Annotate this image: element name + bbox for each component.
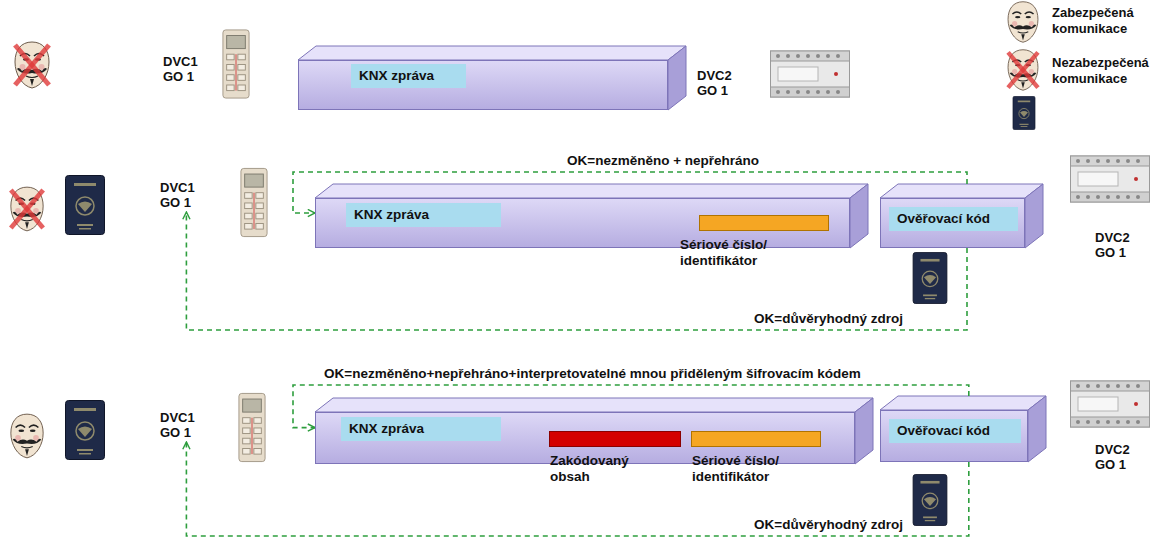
field-block: Sériové číslo/ identifikátor <box>699 215 829 231</box>
message-bar: KNX zprávaSériové číslo/ identifikátor <box>315 198 850 248</box>
device-name: DVC1 GO 1 <box>163 54 207 84</box>
message-title: KNX zpráva <box>351 64 466 88</box>
device-name: DVC2 GO 1 <box>1095 230 1139 260</box>
din-device <box>1071 381 1150 427</box>
device-name: DVC1 GO 1 <box>160 410 204 440</box>
device-name: DVC2 GO 1 <box>697 68 741 98</box>
bar-side-face <box>850 184 868 248</box>
message-bar: KNX zpráva <box>298 60 668 110</box>
legend-text: Nezabezpečená komunikace <box>1052 55 1162 87</box>
message-title: KNX zpráva <box>341 417 501 441</box>
device-label: DVC1 GO 1 <box>160 408 204 442</box>
message-bar: Ověřovací kód <box>880 198 1025 248</box>
device-name: DVC1 GO 1 <box>160 180 204 210</box>
message-bar: KNX zprávaZakódovaný obsah Sériové číslo/… <box>315 412 855 464</box>
device-label: DVC1 GO 1 <box>163 52 207 86</box>
connector-label: OK=důvěryhodný zdroj <box>752 311 905 327</box>
device-label: DVC2 GO 1 <box>1095 440 1139 474</box>
keypad-device <box>223 30 249 98</box>
device-label: DVC1 GO 1 <box>160 178 204 212</box>
field-label: Sériové číslo/ identifikátor <box>680 237 790 269</box>
field-label: Zakódovaný obsah <box>550 453 660 485</box>
bar-side-face <box>1025 184 1043 248</box>
legend-text: Zabezpečená komunikace <box>1052 5 1162 37</box>
field-label: Sériové číslo/ identifikátor <box>692 453 802 485</box>
message-bar: Ověřovací kód <box>880 410 1028 462</box>
din-device <box>771 51 850 97</box>
device-name: DVC2 GO 1 <box>1095 442 1139 472</box>
secure-icon <box>1008 2 1038 42</box>
bar-side-face <box>855 398 873 464</box>
passport-icon <box>913 474 947 525</box>
din-device <box>1071 156 1150 202</box>
bar-top-face <box>880 396 1046 410</box>
insecure-icon <box>11 187 43 231</box>
passport-icon <box>913 252 947 303</box>
bar-top-face <box>298 46 686 60</box>
bar-side-face <box>1028 396 1046 462</box>
connector-label: OK=nezměněno+nepřehráno+interpretovateln… <box>322 366 863 382</box>
bar-top-face <box>315 398 873 412</box>
connector-label: OK=nezměněno + nepřehráno <box>565 153 761 169</box>
bar-side-face <box>668 46 686 110</box>
message-title: Ověřovací kód <box>889 419 1021 443</box>
bar-top-face <box>880 184 1043 198</box>
passport-icon <box>66 401 105 460</box>
device-label: DVC2 GO 1 <box>697 66 741 100</box>
keypad-device <box>241 168 267 236</box>
bar-top-face <box>315 184 868 198</box>
connector-label: OK=důvěryhodný zdroj <box>752 517 905 533</box>
message-title: Ověřovací kód <box>889 207 1018 231</box>
insecure-icon <box>1008 50 1038 90</box>
passport-icon <box>66 176 105 235</box>
field-block: Sériové číslo/ identifikátor <box>691 431 821 447</box>
device-label: DVC2 GO 1 <box>1095 228 1139 262</box>
message-title: KNX zpráva <box>346 203 501 227</box>
keypad-device <box>239 393 265 461</box>
secure-icon <box>11 414 43 458</box>
field-block: Zakódovaný obsah <box>549 431 681 447</box>
passport-icon <box>1013 96 1035 129</box>
insecure-icon <box>15 42 49 88</box>
